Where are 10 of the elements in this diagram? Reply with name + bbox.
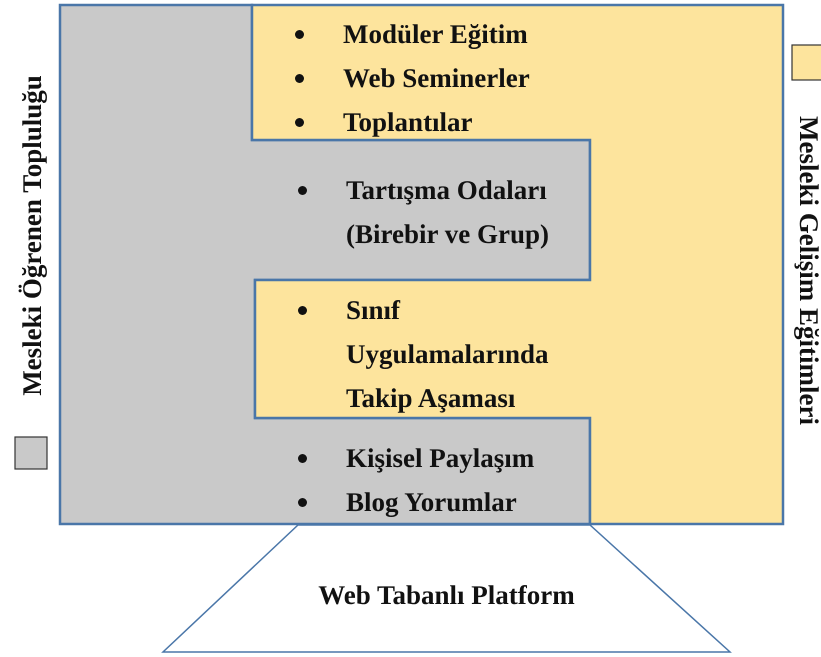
bullet-item: Web Seminerler: [343, 62, 531, 95]
bullet-item: Blog Yorumlar: [346, 486, 518, 519]
legend-label: Mesleki Gelişim Eğitimleri: [792, 116, 821, 424]
bullet-item: Tartışma Odaları (Birebir ve Grup): [346, 174, 550, 251]
bullet-item: Toplantılar: [343, 106, 474, 139]
platform-label: Web Tabanlı Platform: [318, 580, 575, 610]
bullet-item: Sınıf Uygulamalarında Takip Aşaması: [346, 294, 550, 415]
bullet-item: Kişisel Paylaşım: [346, 442, 536, 475]
bullet-item: Modüler Eğitim: [343, 18, 529, 51]
legend-label: Mesleki Öğrenen Topluluğu: [16, 74, 48, 396]
